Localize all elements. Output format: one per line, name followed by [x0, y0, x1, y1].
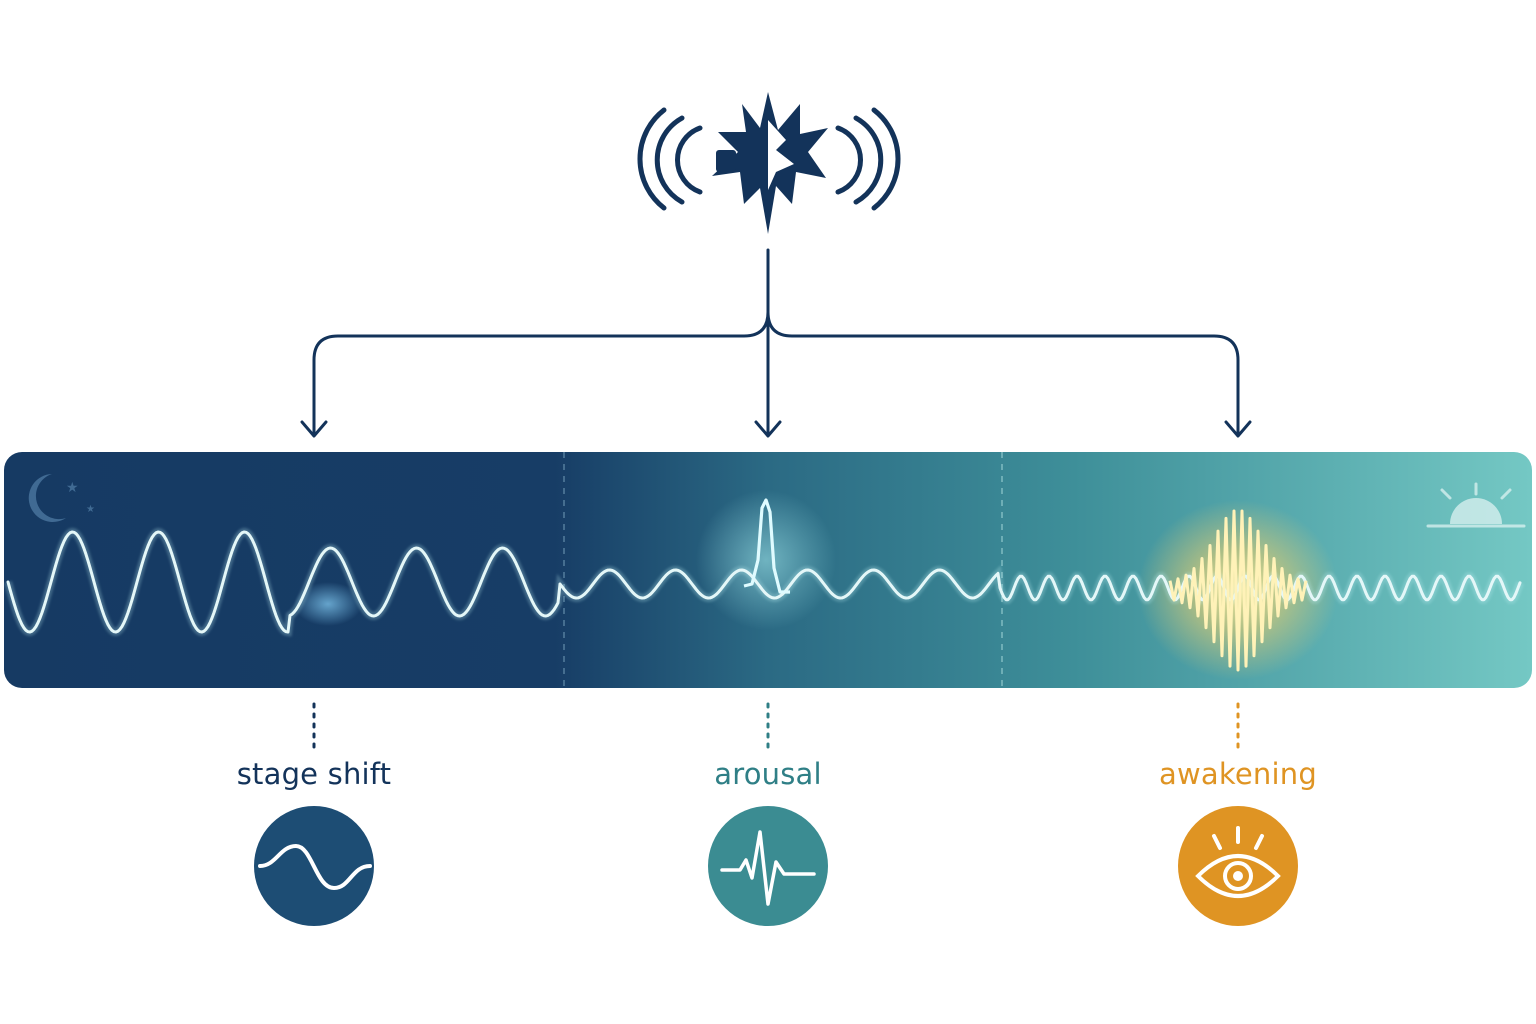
label-arousal: arousal	[714, 757, 822, 791]
sine-wave-icon	[254, 806, 374, 926]
awakening-burst	[1168, 509, 1308, 672]
branch-arrows	[300, 248, 1252, 438]
stem-line	[312, 248, 770, 436]
arrowhead-left	[300, 420, 328, 438]
arrowhead-right	[1224, 420, 1252, 438]
stem-right-line	[766, 310, 1240, 436]
sound-burst-icon	[637, 92, 901, 234]
arrowhead-center	[754, 420, 782, 438]
svg-text:★: ★	[86, 504, 95, 515]
label-awakening: awakening	[1159, 757, 1317, 791]
label-stage-shift: stage shift	[236, 757, 392, 791]
arousal-spike	[743, 498, 790, 594]
stage-shift-glow	[294, 582, 362, 626]
dotted-connectors	[312, 702, 1240, 750]
heartbeat-spike-icon	[708, 806, 828, 926]
eye-icon	[1178, 806, 1298, 926]
sunrise-icon	[1426, 482, 1526, 528]
eeg-band: ★ ★	[4, 452, 1532, 688]
moon-stars-icon: ★ ★	[28, 474, 95, 522]
arousal-glow	[696, 490, 836, 630]
svg-text:★: ★	[66, 480, 79, 496]
